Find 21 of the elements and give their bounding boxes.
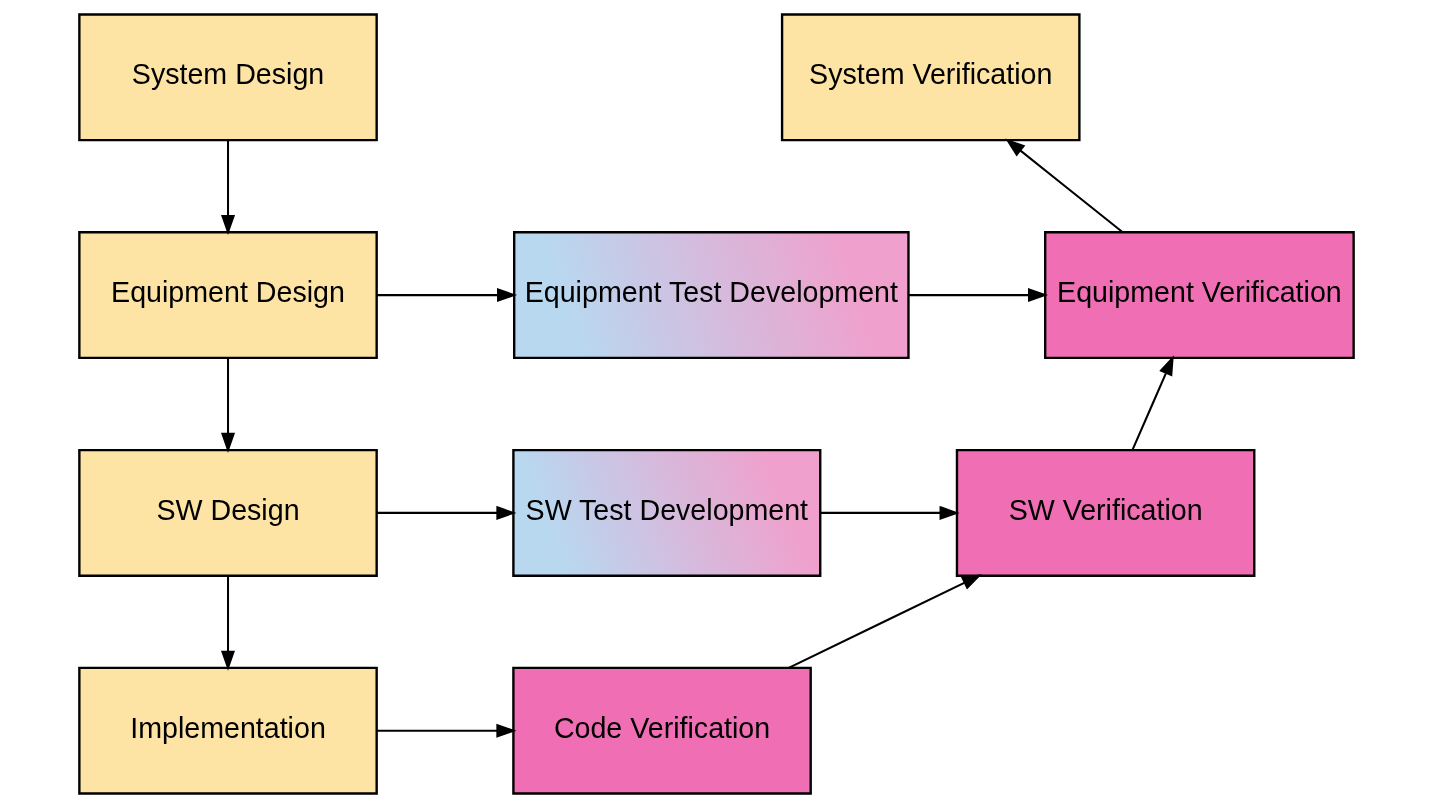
arrow [376, 723, 516, 738]
arrow [376, 505, 516, 520]
node-box: Code Verification [511, 666, 812, 795]
arrow [220, 140, 235, 236]
arrow [220, 576, 235, 671]
arrow [787, 574, 982, 669]
node-box: SW Test Development [511, 448, 821, 577]
node-box: System Verification [780, 13, 1081, 142]
node-box: SW Verification [955, 448, 1255, 577]
arrow [220, 358, 235, 453]
node-box: Equipment Verification [1043, 231, 1355, 360]
node-box: System Design [77, 13, 378, 142]
node-box: SW Design [77, 448, 378, 577]
arrow [820, 505, 960, 520]
node-box: Implementation [77, 666, 378, 795]
arrow [376, 288, 517, 303]
arrow [908, 288, 1048, 303]
node-box: Equipment Test Development [512, 231, 910, 360]
node-box: Equipment Design [77, 231, 378, 360]
arrow [1004, 138, 1123, 233]
arrow [1131, 355, 1174, 451]
